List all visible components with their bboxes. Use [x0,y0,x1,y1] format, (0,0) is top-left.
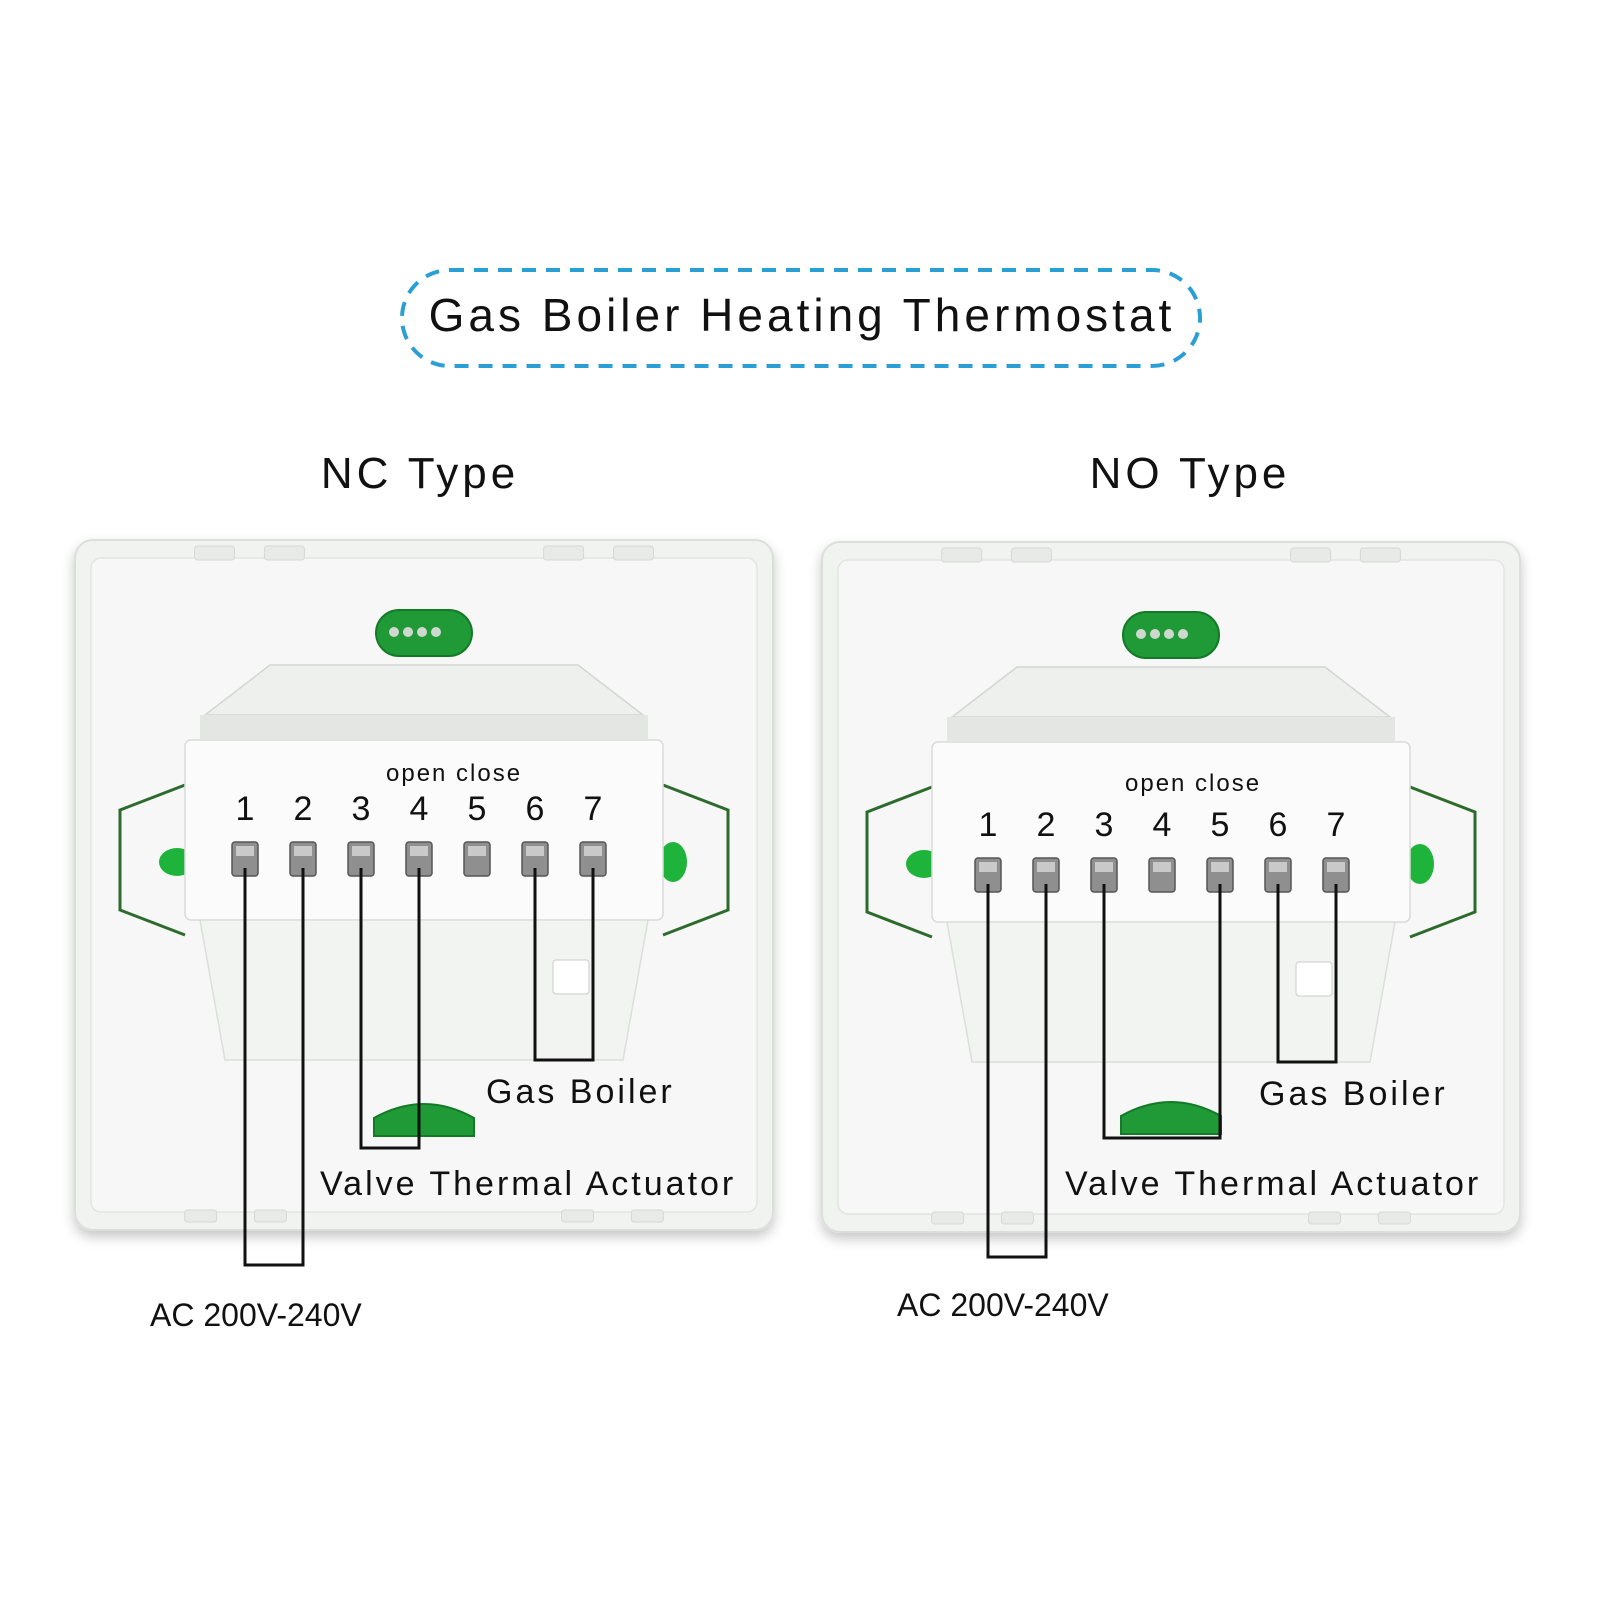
no-right-wing [1409,785,1477,939]
nc-ac-supply-label: AC 200V-240V [150,1297,362,1333]
nc-terminal-5-label: 5 [467,790,487,828]
no-top-notch-1 [941,547,983,563]
nc-right-led [659,842,687,882]
nc-top-notch-2 [263,545,305,561]
no-lower-housing [946,921,1396,1063]
no-top-notch-3 [1290,547,1332,563]
no-pcb-contact-2 [1150,629,1160,639]
nc-valve-actuator-label: Valve Thermal Actuator [320,1165,737,1203]
no-valve-actuator-wire [1102,884,1222,1140]
no-top-notch-4 [1359,547,1401,563]
no-valve-actuator-label: Valve Thermal Actuator [1065,1165,1482,1203]
no-device [821,541,1521,1259]
nc-terminal-screw-head-3 [352,846,370,856]
no-ac-supply-label: AC 200V-240V [897,1287,1109,1323]
no-gas-boiler-wire [1276,884,1338,1064]
no-ac-supply-wire [986,884,1048,1259]
nc-terminal-screw-head-7 [584,846,602,856]
nc-gas-boiler-label: Gas Boiler [486,1073,675,1111]
no-terminal-5-label: 5 [1210,806,1230,844]
nc-pin-connector [552,959,590,995]
no-terminal-screw-head-6 [1269,862,1287,872]
nc-type-title: NC Type [320,449,520,498]
nc-terminal-screw-head-6 [526,846,544,856]
no-pin-connector [1295,961,1333,997]
nc-terminal-7-label: 7 [583,790,603,828]
nc-top-notch-4 [612,545,654,561]
nc-pcb-contact-1 [389,627,399,637]
nc-top-notch-3 [543,545,585,561]
no-terminal-screw-head-1 [979,862,997,872]
no-terminal-screw-head-5 [1211,862,1229,872]
no-terminal-screw-head-7 [1327,862,1345,872]
nc-terminal-4-label: 4 [409,790,429,828]
nc-bottom-notch-4 [630,1209,664,1223]
nc-terminal-3-label: 3 [351,790,371,828]
no-pcb-contact-3 [1164,629,1174,639]
nc-pcb-contact-4 [431,627,441,637]
nc-terminal-screw-head-5 [468,846,486,856]
nc-terminal-screw-head-1 [236,846,254,856]
nc-bottom-pcb-window [373,1103,475,1137]
nc-terminal-screw-head-4 [410,846,428,856]
no-terminal-cover-ridge [947,717,1395,741]
nc-terminal-cover-ridge [200,715,648,739]
no-terminal-6-label: 6 [1268,806,1288,844]
no-pcb-contact-1 [1136,629,1146,639]
nc-terminal-screw-head-2 [294,846,312,856]
no-bottom-notch-4 [1377,1211,1411,1225]
nc-top-notch-1 [194,545,236,561]
no-bottom-notch-2 [1000,1211,1034,1225]
nc-pcb-contact-3 [417,627,427,637]
nc-pcb-contact-2 [403,627,413,637]
no-top-notch-2 [1010,547,1052,563]
nc-open-close-label: open close [386,760,523,787]
no-terminal-screw-head-3 [1095,862,1113,872]
no-terminal-3-label: 3 [1094,806,1114,844]
nc-bottom-notch-1 [184,1209,218,1223]
page-title: Gas Boiler Heating Thermostat [428,289,1176,341]
no-type-title: NO Type [1089,449,1291,498]
no-terminal-7-label: 7 [1326,806,1346,844]
no-terminal-4-label: 4 [1152,806,1172,844]
no-terminal-1-label: 1 [978,806,998,844]
no-housing-top [949,666,1393,718]
nc-gas-boiler-wire [533,868,595,1062]
nc-device [74,539,774,1267]
nc-terminal-2-label: 2 [293,790,313,828]
no-terminal-screw-head-2 [1037,862,1055,872]
no-bottom-notch-1 [931,1211,965,1225]
nc-valve-actuator-wire [359,868,421,1150]
title-dashed-frame [400,268,1202,368]
no-right-led [1406,844,1434,884]
no-open-close-label: open close [1125,770,1262,797]
nc-bottom-notch-2 [253,1209,287,1223]
nc-left-wing [118,783,186,937]
no-terminal-2-label: 2 [1036,806,1056,844]
nc-housing-top [202,664,646,716]
nc-ac-supply-wire [243,868,305,1267]
no-bottom-notch-3 [1308,1211,1342,1225]
nc-right-wing [662,783,730,937]
no-gas-boiler-label: Gas Boiler [1259,1075,1448,1113]
nc-bottom-notch-3 [561,1209,595,1223]
no-pcb-contact-4 [1178,629,1188,639]
nc-terminal-6-label: 6 [525,790,545,828]
no-terminal-screw-head-4 [1153,862,1171,872]
nc-terminal-1-label: 1 [235,790,255,828]
no-left-wing [865,785,933,939]
